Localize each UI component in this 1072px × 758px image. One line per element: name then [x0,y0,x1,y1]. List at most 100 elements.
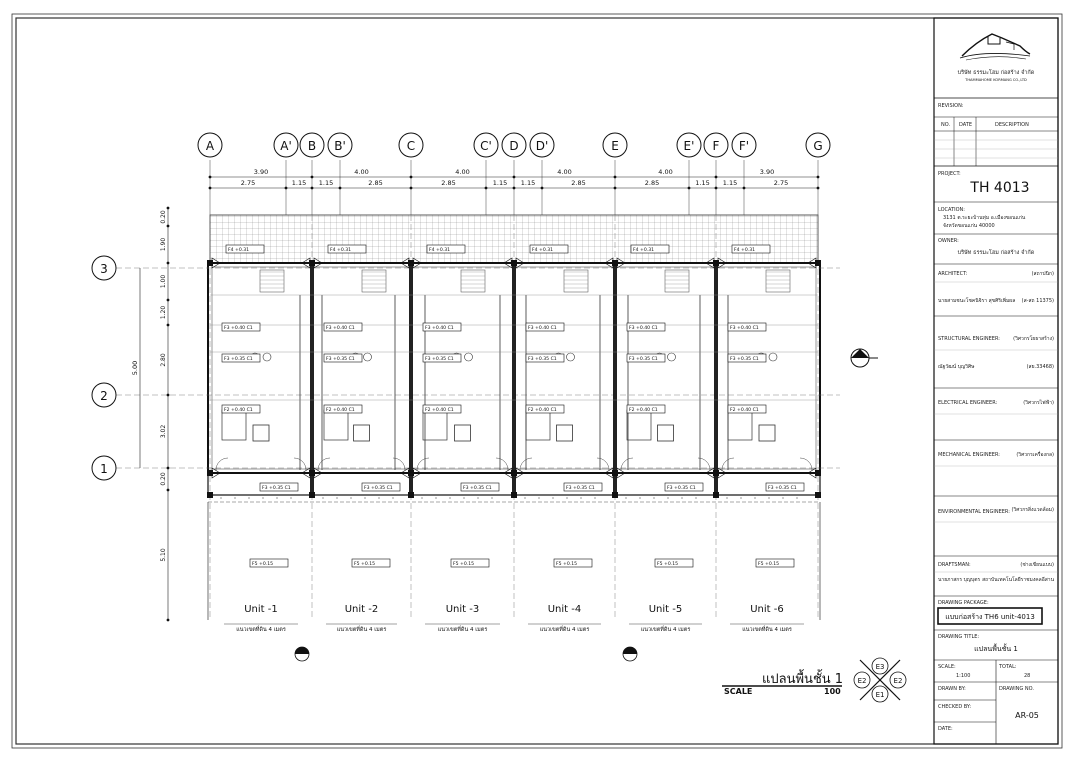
room-tag: F3 +0.35 C1 [566,485,595,491]
column [207,470,213,476]
dim-text-top2: 1.15 [723,179,737,187]
grid-bubble-col [676,132,702,158]
column [815,492,821,498]
party-wall [310,263,314,495]
grid-bubble-row-label: 2 [100,389,108,403]
unit-label: Unit -6 [750,604,784,615]
room-tag-box [450,558,490,568]
grid-bubble-col [273,132,299,158]
unit-caption: แนวเขตที่ดิน 4 เมตร [540,625,590,633]
room-tag-box [259,482,299,492]
room-tag-box [422,353,462,363]
dim-tick [613,175,617,179]
room-tag: F3 +0.35 C1 [629,356,658,362]
door-swing [697,457,711,471]
draftsman-role: (ช่างเขียนแบบ) [1020,561,1054,568]
grid-bubble-col-label: B [308,139,316,153]
dim-tick [166,466,170,470]
room-tag: F4 +0.31 [330,247,351,253]
door-swing [519,457,533,471]
dim-tick [540,186,544,190]
room-tag-box [422,404,462,414]
toilet [262,352,272,362]
room-fixture [758,424,776,442]
dim-text-top1: 3.90 [254,168,268,176]
grid-bubble-col [327,132,353,158]
toilet [363,352,372,362]
room-tag: F4 +0.31 [429,247,450,253]
dim-tick [484,186,488,190]
outer-border [11,13,1063,749]
dim-tick [512,186,516,190]
stair [765,269,791,293]
column [408,470,414,476]
total-value: 28 [1024,673,1030,679]
grid-bubble-col [703,132,729,158]
room-tag: F2 +0.40 C1 [629,407,658,413]
room-tag-box [351,558,391,568]
room-tag: F3 +0.40 C1 [425,325,454,331]
environmental-label: ENVIRONMENTAL ENGINEER: [938,509,1010,515]
grid-bubble-col-label: A' [280,139,292,153]
room-tag-box [460,482,500,492]
room-tag-box [426,244,466,254]
room-tag: F2 +0.40 C1 [326,407,355,413]
dim-tick [816,186,820,190]
room-tag-box [422,322,462,332]
door-swing [596,457,610,471]
dim-tick [208,186,212,190]
grid-bubble-row-label: 1 [100,462,108,476]
room-tag-box [525,322,565,332]
room-tag: F5 +0.15 [252,561,273,567]
room-tag-box [525,404,565,414]
room-tag-box [626,322,666,332]
dim-text-left-inner: 1.00 [160,275,167,289]
room-tag: F5 +0.15 [453,561,474,567]
grid-bubble-col-label: A [206,139,215,153]
title-block: บริษัท ธรรมะโฮม ก่อสร้าง จำกัด THAMMAHOM… [933,17,1059,745]
dim-text-top1: 4.00 [557,168,571,176]
architect-name: นายสามชนะโชคนิจิรา สุขศิริเพิ่มผล [938,297,1015,304]
date-label: DATE: [938,726,953,732]
door-swing [392,457,406,471]
unit-caption: แนวเขตที่ดิน 4 เมตร [337,625,387,633]
plan-title-block: แปลนพื้นชั้น 1 SCALE 100 [722,669,843,696]
draftsman-name: นายภาสกร บุญบุตร [938,577,980,583]
plan-title: แปลนพื้นชั้น 1 [762,669,843,687]
room-tag: F4 +0.31 [633,247,654,253]
unit-label: Unit -5 [649,604,683,615]
structural-name: ณัฐวัฒน์ บุญวิศิษ [938,363,975,370]
room-tag-box [626,353,666,363]
elevation-key: E3 E2 E1 E2 [853,657,907,703]
party-wall [714,263,718,495]
grid-bubble-col [602,132,628,158]
room-tag: F3 +0.35 C1 [730,356,759,362]
door-swing [620,457,634,471]
unit-label: Unit -4 [548,604,582,615]
dim-tick [208,175,212,179]
grid-bubble-row [91,455,117,481]
section-mark-right [622,646,638,662]
location-line2: จังหวัดขอนแก่น 40000 [943,223,995,229]
structural-role: (วิศวกรโยธาสร้าง) [1013,335,1054,342]
column [815,470,821,476]
room-tag: F5 +0.15 [657,561,678,567]
drawn-by-label: DRAWN BY: [938,686,966,692]
room-fixture [353,424,370,442]
grid-bubble-col [529,132,555,158]
dim-text-top2: 2.75 [241,179,255,187]
dim-tick [687,186,691,190]
scale-label: SCALE [724,687,752,696]
grid-bubble-col-label: D' [536,139,549,153]
dim-text-top1: 4.00 [354,168,368,176]
room-tag: F4 +0.31 [228,247,249,253]
dim-tick [166,393,170,397]
stair [361,269,387,293]
dim-tick [166,618,170,622]
scale-field-value: 1:100 [956,673,970,679]
dim-text-top1: 4.00 [455,168,469,176]
electrical-label: ELECTRICAL ENGINEER: [938,400,998,406]
elev-mark-right: E2 [894,677,903,685]
room-tag-box [249,558,289,568]
